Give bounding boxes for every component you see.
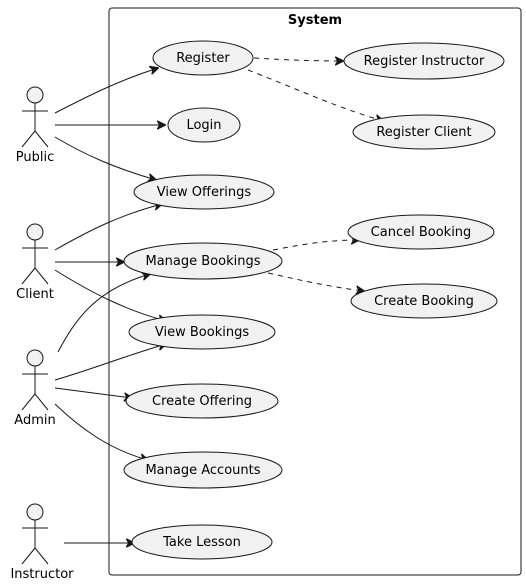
use-case-login[interactable]: Login — [167, 107, 241, 143]
use-case-take-lesson-label: Take Lesson — [162, 535, 241, 550]
use-case-view-offerings-label: View Offerings — [157, 185, 252, 200]
association-admin-to-manage-bookings — [57, 274, 150, 353]
use-case-view-offerings[interactable]: View Offerings — [133, 174, 275, 210]
actor-instructor[interactable]: Instructor — [10, 503, 74, 582]
actor-client-label: Client — [16, 287, 54, 302]
association-client-to-view-bookings — [54, 269, 166, 321]
actor-admin-label: Admin — [14, 413, 55, 428]
association-client-to-view-offerings — [54, 204, 162, 251]
association-public-to-view-offerings — [54, 136, 156, 180]
actor-public[interactable]: Public — [16, 86, 54, 165]
association-admin-to-manage-accounts — [54, 403, 148, 460]
use-case-register[interactable]: Register — [152, 40, 254, 76]
use-case-register-client[interactable]: Register Client — [352, 114, 496, 150]
use-case-manage-accounts-label: Manage Accounts — [145, 463, 260, 478]
use-case-take-lesson[interactable]: Take Lesson — [131, 524, 273, 560]
system-boundary: System — [108, 7, 522, 576]
actor-public-label: Public — [16, 150, 54, 165]
association-public-to-register — [54, 68, 158, 114]
use-case-view-bookings[interactable]: View Bookings — [128, 314, 276, 350]
use-case-create-booking-label: Create Booking — [374, 294, 474, 309]
use-case-view-bookings-label: View Bookings — [155, 325, 249, 340]
use-case-register-label: Register — [176, 51, 230, 66]
use-case-create-offering-label: Create Offering — [152, 394, 252, 409]
use-case-create-offering[interactable]: Create Offering — [125, 383, 279, 419]
system-title: System — [288, 13, 342, 28]
actor-instructor-label: Instructor — [10, 567, 74, 582]
use-case-cancel-booking[interactable]: Cancel Booking — [347, 214, 495, 250]
use-case-register-instructor[interactable]: Register Instructor — [343, 42, 505, 80]
use-case-manage-bookings-label: Manage Bookings — [145, 254, 260, 269]
dependency-register-to-register-client — [247, 69, 383, 121]
dependency-register-to-register-instructor — [253, 58, 343, 61]
use-case-register-client-label: Register Client — [376, 125, 471, 140]
dependency-manage-bookings-to-cancel-booking — [272, 240, 359, 251]
use-case-create-booking[interactable]: Create Booking — [350, 283, 498, 319]
use-case-register-instructor-label: Register Instructor — [364, 54, 485, 69]
association-admin-to-view-bookings — [54, 344, 166, 381]
use-case-login-label: Login — [186, 118, 221, 133]
association-admin-to-create-offering — [54, 387, 132, 398]
use-case-manage-accounts[interactable]: Manage Accounts — [123, 451, 283, 489]
connectors — [54, 58, 383, 543]
actor-admin[interactable]: Admin — [14, 349, 56, 428]
actor-client[interactable]: Client — [16, 223, 54, 302]
use-case-cancel-booking-label: Cancel Booking — [371, 225, 472, 240]
use-case-manage-bookings[interactable]: Manage Bookings — [123, 242, 283, 280]
